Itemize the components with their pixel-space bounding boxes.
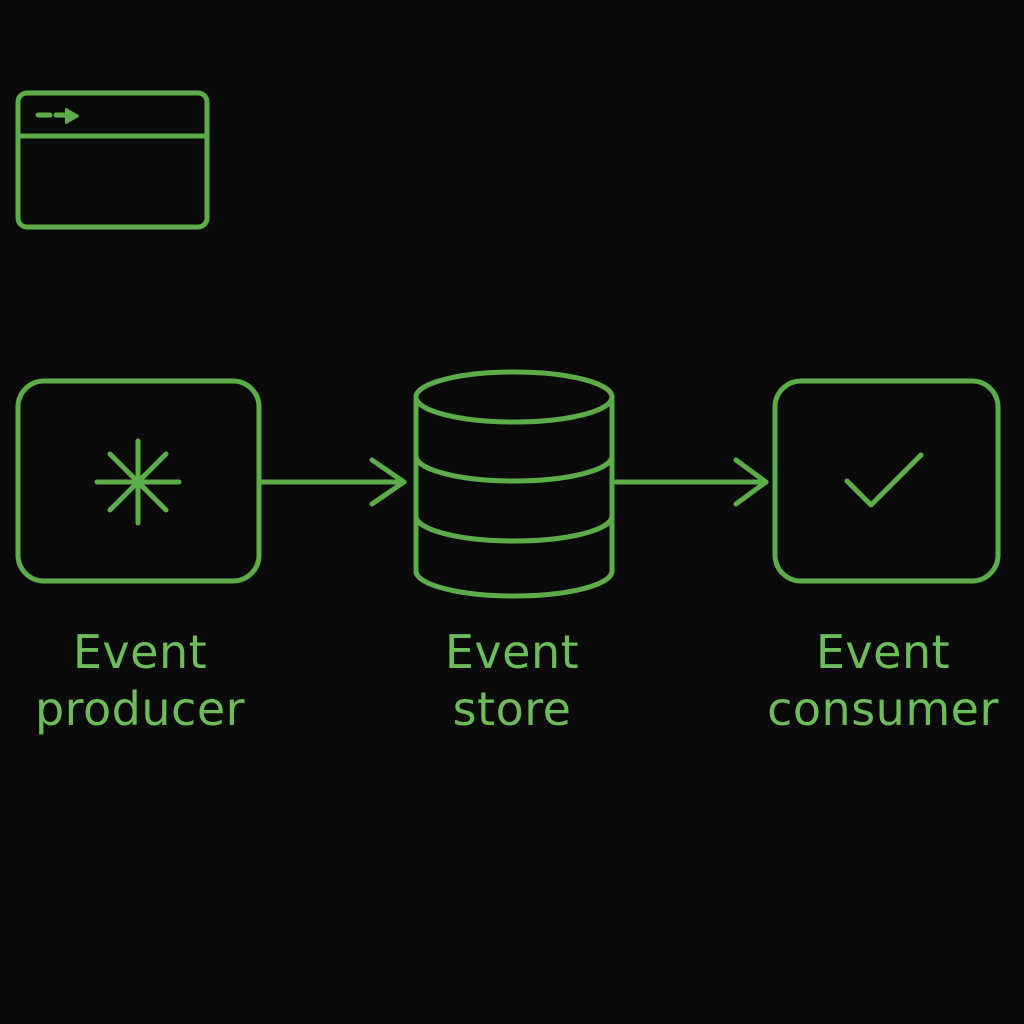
arrow-right-icon (258, 457, 407, 507)
arrow-right-icon (613, 457, 769, 507)
event-store-label: Event store (362, 624, 662, 738)
event-producer-label-line1: Event (72, 625, 208, 679)
event-producer-label: Event producer (0, 624, 290, 738)
browser-window-icon (15, 90, 210, 230)
event-consumer-label: Event consumer (733, 624, 1024, 738)
event-consumer-label-line2: consumer (767, 682, 999, 736)
asterisk-icon (94, 438, 182, 526)
event-producer-node (15, 378, 262, 584)
event-consumer-box (772, 378, 1001, 584)
event-store-label-line2: store (452, 682, 572, 736)
event-store-label-line1: Event (444, 625, 580, 679)
event-consumer-node (772, 378, 1001, 584)
database-icon (413, 369, 615, 599)
event-producer-label-line2: producer (34, 682, 246, 736)
checkmark-icon (844, 452, 924, 508)
event-consumer-label-line1: Event (815, 625, 951, 679)
